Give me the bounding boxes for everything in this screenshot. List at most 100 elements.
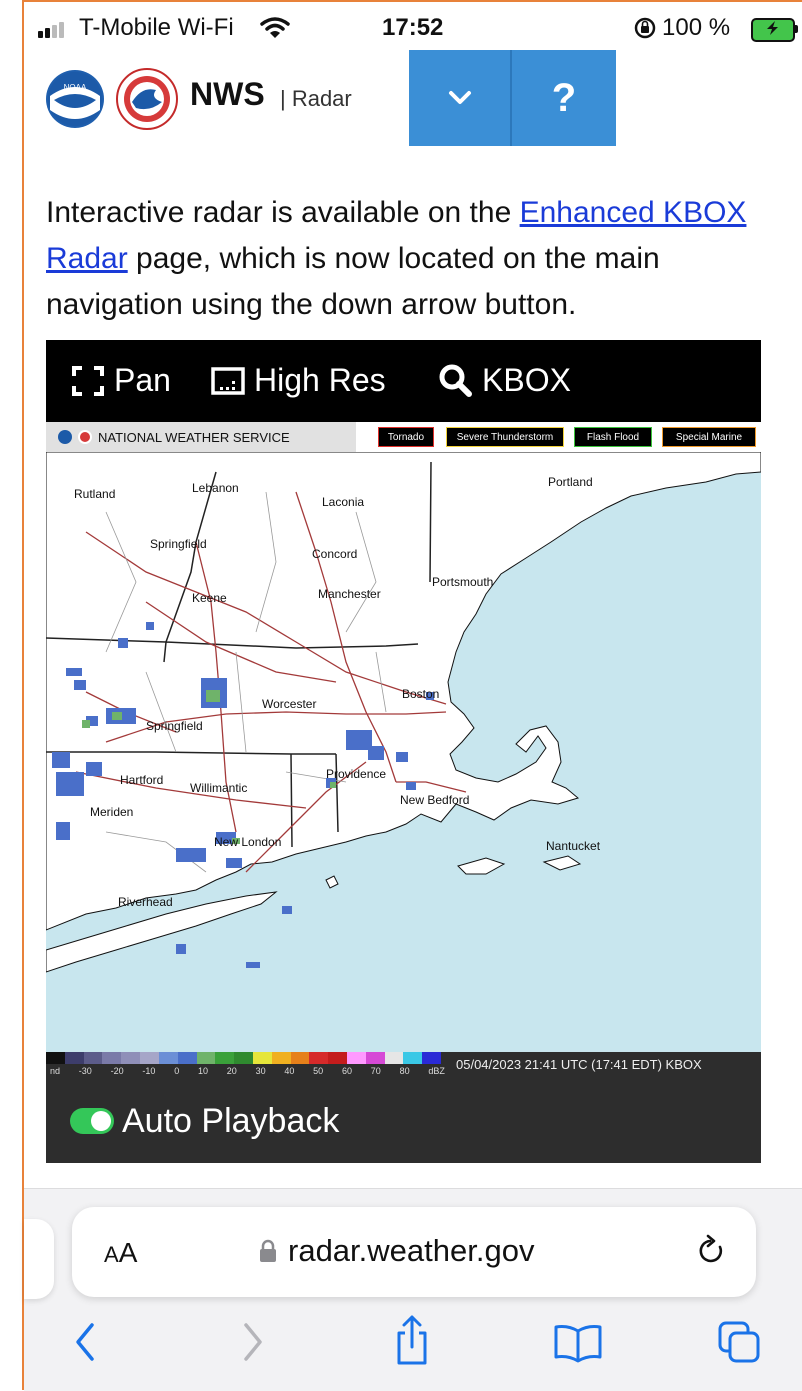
bookmarks-icon[interactable] (552, 1323, 604, 1363)
help-button-label: ? (551, 75, 577, 120)
battery-nub (795, 25, 798, 33)
dbz-scale-label: nd (50, 1066, 61, 1076)
city-label: Portsmouth (432, 575, 493, 589)
pan-button[interactable]: Pan (70, 362, 171, 399)
high-res-button[interactable]: High Res (210, 362, 386, 399)
url-display[interactable]: radar.weather.gov (258, 1233, 534, 1269)
text-size-small-a: A (104, 1242, 119, 1267)
warning-badge-severe-thunderstorm: Severe Thunderstorm (446, 427, 564, 447)
browser-nav-row (24, 1309, 802, 1379)
dbz-swatch (271, 1052, 291, 1064)
city-label: Hartford (120, 773, 163, 787)
site-title[interactable]: NWS (190, 76, 265, 112)
radar-timestamp: 05/04/2023 21:41 UTC (17:41 EDT) KBOX (456, 1057, 702, 1072)
city-label: Concord (312, 547, 357, 561)
svg-text:NOAA: NOAA (64, 83, 87, 92)
dbz-swatch (252, 1052, 272, 1064)
dbz-scale-label: -20 (110, 1066, 124, 1076)
dbz-swatch (83, 1052, 103, 1064)
nantucket-island (542, 855, 582, 871)
map-header: NATIONAL WEATHER SERVICE Tornado Severe T… (46, 422, 761, 452)
status-time: 17:52 (382, 14, 444, 41)
city-label: Nantucket (546, 839, 601, 853)
enhanced-radar-link[interactable]: Enhanced KBOX Radar (46, 196, 747, 275)
text-size-button[interactable]: AA (104, 1237, 137, 1269)
dbz-swatch (309, 1052, 329, 1064)
nws-banner-text: NATIONAL WEATHER SERVICE (98, 429, 290, 445)
site-subtitle: | Radar (280, 86, 352, 111)
header-button-divider (510, 50, 512, 146)
auto-playback-label: Auto Playback (122, 1102, 340, 1140)
reload-icon[interactable] (696, 1233, 728, 1269)
help-button[interactable]: ? (512, 50, 616, 146)
intro-paragraph: Interactive radar is available on the En… (46, 190, 766, 328)
tabs-icon[interactable] (716, 1319, 764, 1365)
pan-label: Pan (114, 362, 171, 398)
station-label: KBOX (482, 362, 571, 398)
lock-icon (260, 1239, 276, 1262)
nws-logo (116, 68, 178, 130)
dbz-scale-label: 70 (370, 1066, 381, 1076)
chevron-down-icon (448, 91, 471, 104)
auto-playback-toggle[interactable] (70, 1108, 114, 1134)
station-search-button[interactable]: KBOX (438, 362, 571, 399)
dbz-scale-label: -10 (142, 1066, 156, 1076)
dbz-scale-label: 60 (341, 1066, 352, 1076)
forward-arrow-icon[interactable] (238, 1319, 268, 1365)
wifi-icon (260, 17, 290, 38)
dbz-swatch (140, 1052, 159, 1064)
warning-badge-special-marine: Special Marine (662, 427, 756, 447)
marthas-vineyard (457, 857, 506, 875)
warning-badge-flash-flood: Flash Flood (574, 427, 652, 447)
back-arrow-icon[interactable] (70, 1319, 100, 1365)
noaa-logo: NOAA (46, 70, 104, 128)
mini-nws-logo-icon (78, 430, 92, 444)
dbz-swatch (177, 1052, 197, 1064)
mini-noaa-logo-icon (58, 430, 72, 444)
dbz-scale-label: 20 (226, 1066, 237, 1076)
city-label: Providence (326, 767, 386, 781)
high-res-label: High Res (254, 362, 386, 398)
window-border-top (22, 0, 802, 2)
main-menu-button[interactable] (409, 50, 510, 146)
cellular-signal-icon (38, 22, 64, 38)
radar-echoes (52, 622, 434, 968)
city-label: Boston (402, 687, 439, 701)
warning-badge-tornado: Tornado (378, 427, 434, 447)
dbz-scale-label: 0 (174, 1066, 180, 1076)
dbz-swatch (384, 1052, 404, 1064)
dbz-swatch (196, 1052, 216, 1064)
dbz-swatch (403, 1052, 423, 1064)
toggle-knob (91, 1111, 111, 1131)
dbz-swatch (121, 1052, 141, 1064)
text-size-big-a: A (118, 1237, 138, 1268)
intro-text-after: page, which is now located on the main n… (46, 242, 660, 321)
dbz-swatch (328, 1052, 347, 1064)
city-label: Keene (192, 591, 227, 605)
carrier-name: T-Mobile Wi-Fi (79, 14, 234, 41)
dbz-scale-label: 50 (313, 1066, 324, 1076)
battery-icon (751, 18, 795, 42)
dbz-swatch (215, 1052, 235, 1064)
url-text: radar.weather.gov (288, 1233, 535, 1268)
city-label: Laconia (322, 495, 364, 509)
orientation-lock-icon (634, 17, 656, 39)
previous-tab-preview[interactable] (24, 1219, 54, 1299)
city-label: New London (214, 835, 281, 849)
dbz-swatch (365, 1052, 385, 1064)
city-label: Riverhead (118, 895, 173, 909)
status-bar: T-Mobile Wi-Fi 17:52 100 % (24, 8, 802, 50)
high-res-icon (211, 366, 245, 395)
dbz-scale-label: 10 (197, 1066, 208, 1076)
address-bar[interactable]: AA radar.weather.gov (72, 1207, 756, 1297)
city-label: Springfield (150, 537, 207, 551)
dbz-swatch (422, 1052, 442, 1064)
share-icon[interactable] (392, 1313, 432, 1367)
dbz-swatch (234, 1052, 253, 1064)
city-label: Lebanon (192, 481, 239, 495)
city-label: Springfield (146, 719, 203, 733)
dbz-scale-label: -30 (78, 1066, 92, 1076)
dbz-scale-label: 40 (284, 1066, 295, 1076)
